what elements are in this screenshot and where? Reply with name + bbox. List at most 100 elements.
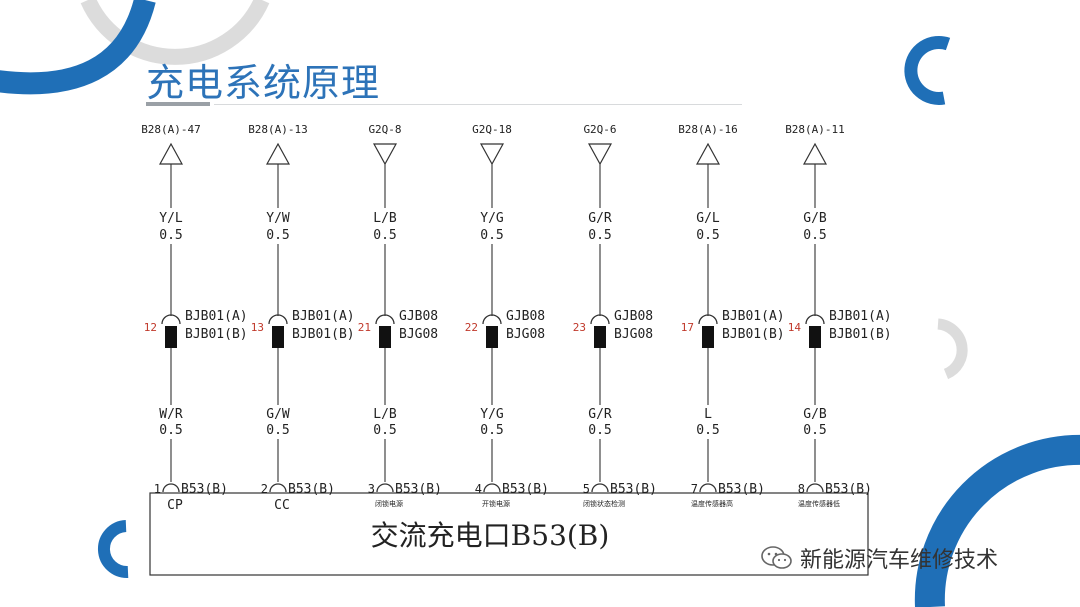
wire-gauge-bottom: 0.5 [803, 423, 826, 438]
connector-name-a: GJB08 [399, 309, 438, 324]
circuit-top-label: B28(A)-47 [141, 123, 201, 136]
label-backdrop [800, 405, 830, 439]
triangle-down-icon [479, 143, 505, 166]
circuit-top-label: G2Q-8 [368, 123, 401, 136]
bottom-connector-name: B53(B) [395, 482, 442, 497]
bottom-connector-name: B53(B) [288, 482, 335, 497]
wire-color-top: G/B [803, 211, 827, 226]
bottom-connector-name: B53(B) [718, 482, 765, 497]
wire-gauge-bottom: 0.5 [480, 423, 503, 438]
label-backdrop [370, 208, 400, 244]
connector-box [149, 492, 869, 576]
circuit-top-label: G2Q-18 [472, 123, 512, 136]
bottom-connector-arc [269, 483, 287, 493]
connector-name-a: BJB01(A) [292, 309, 355, 324]
connector-pin-number: 23 [573, 321, 586, 334]
label-backdrop [477, 405, 507, 439]
connector-name-b: BJB01(B) [292, 327, 355, 342]
triangle-up-icon [695, 142, 721, 165]
connector-title: 交流充电口B53(B) [371, 519, 610, 552]
pin-function-label: 温度传感器高 [691, 499, 733, 508]
wire-gauge-top: 0.5 [480, 228, 503, 243]
connector-block [702, 326, 714, 348]
connector-block [594, 326, 606, 348]
connector-arc [268, 314, 288, 325]
connector-name-a: BJB01(A) [185, 309, 248, 324]
wire-color-bottom: L [704, 407, 712, 422]
bottom-connector-name: B53(B) [181, 482, 228, 497]
wire-color-bottom: G/R [588, 407, 612, 422]
label-backdrop [585, 405, 615, 439]
connector-arc [590, 314, 610, 325]
wire-gauge-top: 0.5 [803, 228, 826, 243]
connector-arc [375, 314, 395, 325]
right-grey-arc [937, 318, 968, 380]
connector-name-a: BJB01(A) [829, 309, 892, 324]
connector-name-b: BJG08 [614, 327, 653, 342]
wire-color-bottom: Y/G [480, 407, 504, 422]
bottom-pin-number: 5 [583, 482, 590, 496]
wire-color-top: G/R [588, 211, 612, 226]
triangle-up-icon [802, 142, 828, 165]
wire-gauge-bottom: 0.5 [373, 423, 396, 438]
label-backdrop [585, 208, 615, 244]
bottom-pin-number: 7 [691, 482, 698, 496]
wire-gauge-top: 0.5 [373, 228, 396, 243]
title-rule [214, 104, 742, 105]
bottom-left-blue-arc [98, 520, 129, 578]
bottom-connector-arc [376, 483, 394, 493]
triangle-up-icon [265, 142, 291, 165]
bottom-connector-name: B53(B) [825, 482, 872, 497]
bottom-pin-number: 8 [798, 482, 805, 496]
connector-block [486, 326, 498, 348]
label-backdrop [693, 405, 723, 439]
connector-name-a: BJB01(A) [722, 309, 785, 324]
connector-block [272, 326, 284, 348]
bottom-connector-name: B53(B) [610, 482, 657, 497]
wire-color-top: G/L [696, 211, 720, 226]
wire-gauge-top: 0.5 [159, 228, 182, 243]
connector-pin-number: 13 [251, 321, 264, 334]
wire-color-top: Y/L [159, 211, 183, 226]
bottom-pin-number: 2 [261, 482, 268, 496]
bottom-pin-number: 3 [368, 482, 375, 496]
top-right-blue-arc [904, 35, 951, 105]
wechat-icon [761, 546, 792, 569]
title-underline [146, 102, 210, 106]
circuit-top-label: B28(A)-11 [785, 123, 845, 136]
wire-gauge-bottom: 0.5 [696, 423, 719, 438]
wire-color-bottom: G/W [266, 407, 290, 422]
wire-color-top: Y/G [480, 211, 504, 226]
bottom-pin-number: 4 [475, 482, 482, 496]
bottom-connector-arc [162, 483, 180, 493]
connector-arc [805, 314, 825, 325]
top-left-blue-arc [0, 0, 156, 95]
wire-color-top: L/B [373, 211, 397, 226]
connector-name-a: GJB08 [614, 309, 653, 324]
triangle-down-icon [587, 143, 613, 166]
bottom-connector-name: B53(B) [502, 482, 549, 497]
watermark-text: 新能源汽车维修技术 [800, 548, 999, 573]
connector-pin-number: 12 [144, 321, 157, 334]
bottom-connector-arc [806, 483, 824, 493]
circuits-group: B28(A)-47Y/L0.512BJB01(A)BJB01(B)W/R0.51… [141, 123, 891, 513]
connector-name-b: BJG08 [506, 327, 545, 342]
label-backdrop [370, 405, 400, 439]
label-backdrop [477, 208, 507, 244]
pin-function-label: 闭锁状态检测 [583, 499, 625, 508]
wire-gauge-top: 0.5 [266, 228, 289, 243]
connector-block [165, 326, 177, 348]
connector-block [809, 326, 821, 348]
pin-function-label: 闭锁电源 [375, 499, 403, 508]
connector-pin-number: 22 [465, 321, 478, 334]
circuit-top-label: B28(A)-16 [678, 123, 738, 136]
connector-name-a: GJB08 [506, 309, 545, 324]
top-left-grey-arc [80, 0, 270, 65]
connector-arc [482, 314, 502, 325]
bottom-connector-arc [591, 483, 609, 493]
bottom-pin-number: 1 [154, 482, 161, 496]
wire-gauge-bottom: 0.5 [588, 423, 611, 438]
pin-function-label: 温度传感器低 [798, 499, 840, 508]
